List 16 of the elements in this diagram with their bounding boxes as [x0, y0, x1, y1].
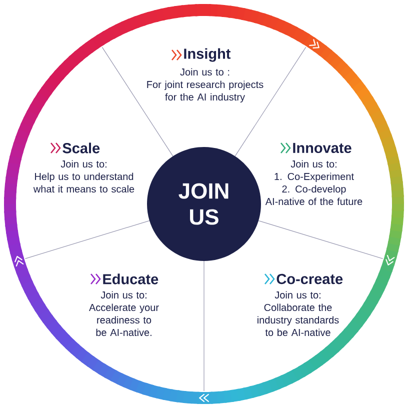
body-text: Accelerate your readiness to be AI-native.: [89, 304, 159, 336]
body-text: Join us to:: [60, 160, 106, 168]
sector-heading: Co-create: [276, 274, 343, 284]
sector-heading: Scale: [62, 142, 100, 154]
body-text: Join us to:: [274, 291, 320, 299]
body-text: 2. Co-develop AI-native of the future: [265, 185, 362, 206]
sector-heading: Innovate: [293, 142, 352, 154]
sector-heading: Insight: [184, 48, 231, 62]
body-text: Join us to :: [180, 68, 230, 76]
body-text: Join us to:: [100, 291, 146, 299]
sector-heading: Educate: [103, 274, 158, 284]
body-text: Collaborate the industry standards to be AI-native: [258, 304, 339, 336]
body-text: Help us to understand what it means to scale: [33, 172, 134, 193]
body-text: For joint research projects for the AI industry: [147, 80, 264, 103]
body-text: Join us to:: [290, 160, 336, 168]
body-text: 1. Co-Experiment: [274, 172, 354, 182]
